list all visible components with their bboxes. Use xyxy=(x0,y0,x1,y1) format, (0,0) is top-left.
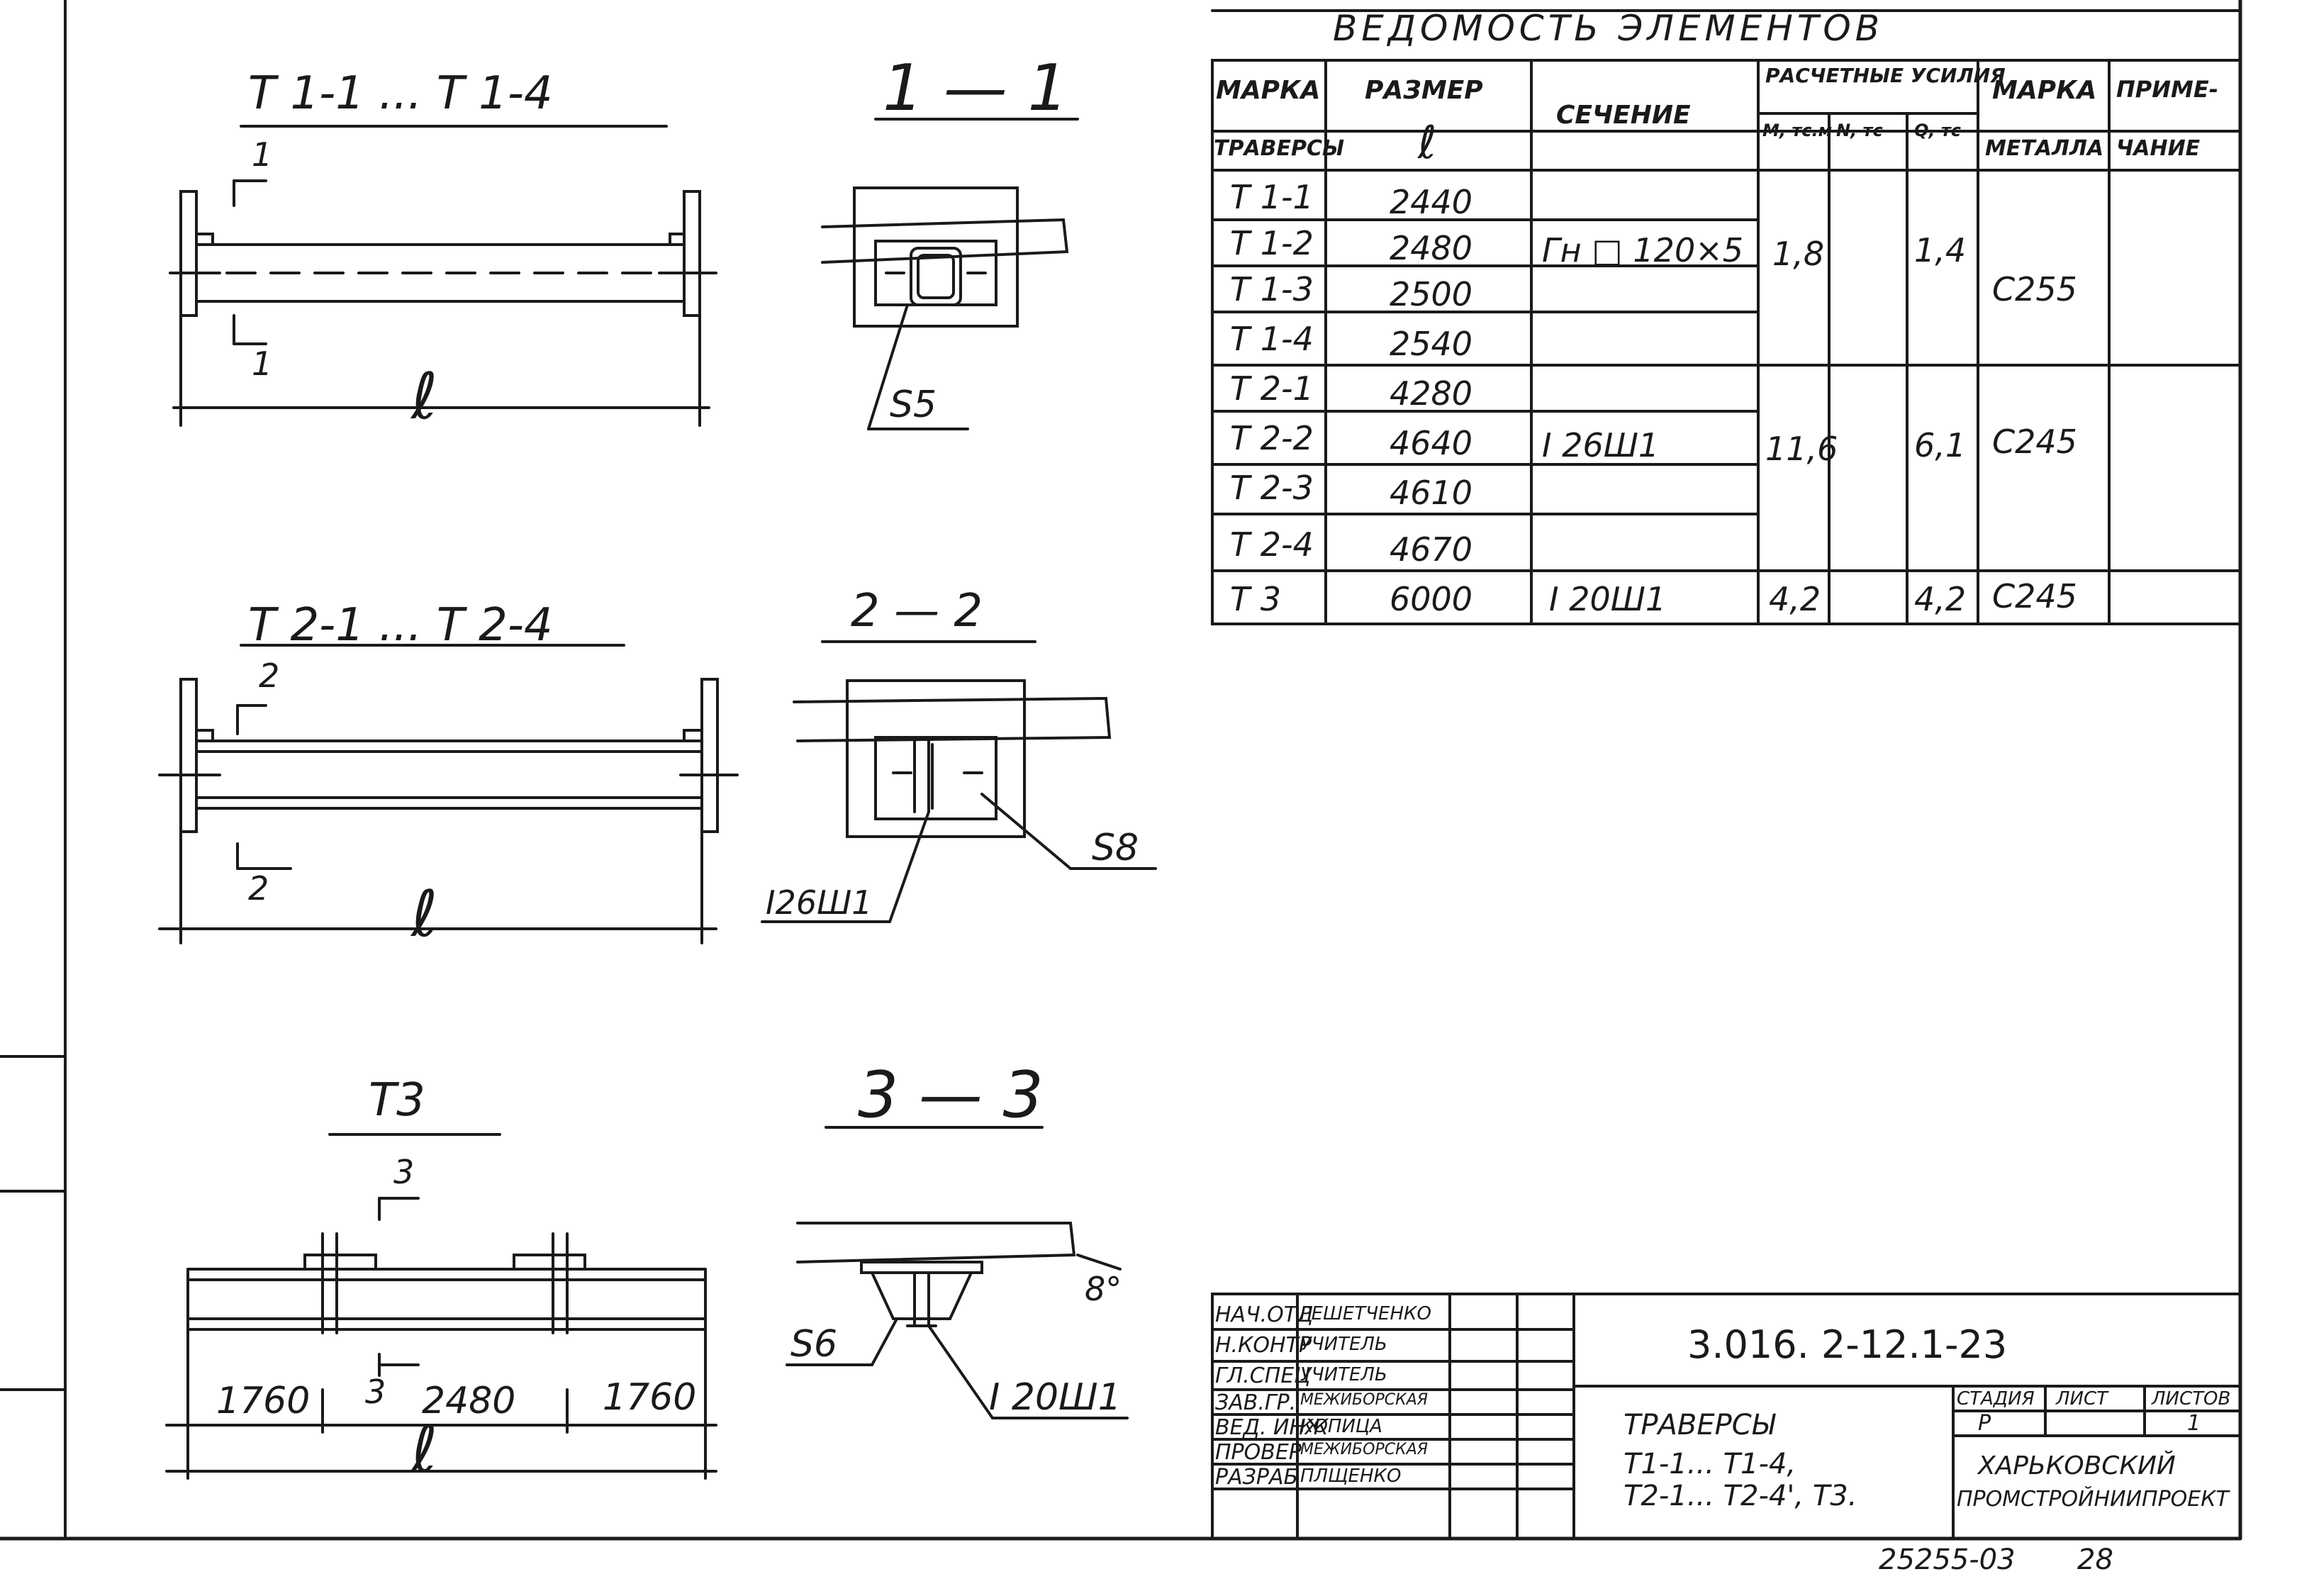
tb-role: ВЕД. ИНЖ xyxy=(1215,1415,1329,1440)
hdr-size: РАЗМЕР xyxy=(1365,76,1483,105)
tb-org2: ПРОМСТРОЙНИИПРОЕКТ xyxy=(1957,1487,2229,1512)
row-mark: Т 2-1 xyxy=(1230,369,1314,408)
hdr-q: Q, тс xyxy=(1914,121,1962,140)
t2-title: Т 2-1 ... Т 2-4 xyxy=(248,599,553,652)
tb-role: ЗАВ.ГР. xyxy=(1215,1390,1297,1415)
row-mark: Т 2-4 xyxy=(1230,525,1314,564)
group-steel: С255 xyxy=(1992,270,2077,308)
tb-name: УЧИТЕЛЬ xyxy=(1300,1364,1387,1385)
t2-cut-bottom: 2 xyxy=(248,869,269,908)
tb-name: МЕЖИБОРСКАЯ xyxy=(1300,1391,1429,1409)
tb-role: РАЗРАБ xyxy=(1215,1465,1299,1490)
t1-cut-top: 1 xyxy=(252,135,273,174)
tb-org1: ХАРЬКОВСКИЙ xyxy=(1978,1451,2176,1480)
group-q: 4,2 xyxy=(1914,580,1967,618)
footer-number: 25255-03 xyxy=(1879,1544,2016,1576)
tb-name: УЧИТЕЛЬ xyxy=(1300,1334,1387,1355)
t3-dim-left: 1760 xyxy=(216,1380,311,1422)
t3-length: ℓ xyxy=(411,1412,438,1487)
tb-doc-line2: Т1-1... Т1-4, xyxy=(1623,1448,1796,1480)
tb-name: РЕШЕТЧЕНКО xyxy=(1300,1303,1431,1324)
t3-cut-bottom: 3 xyxy=(365,1373,386,1411)
hdr-steel2: МЕТАЛЛА xyxy=(1985,136,2104,161)
row-size: 2480 xyxy=(1390,229,1473,267)
s2-profile: I26Ш1 xyxy=(766,883,873,922)
row-mark: Т 2-2 xyxy=(1230,419,1314,457)
row-mark: Т 1-1 xyxy=(1230,178,1314,216)
tb-name: ПЛЩЕНКО xyxy=(1300,1466,1402,1487)
tb-stage: Р xyxy=(1978,1411,1991,1436)
hdr-forces: РАСЧЕТНЫЕ УСИЛИЯ xyxy=(1765,64,2006,87)
s3-angle: 8° xyxy=(1085,1270,1122,1308)
group-m: 11,6 xyxy=(1765,430,1838,468)
t2-length: ℓ xyxy=(411,877,438,952)
t3-dim-mid: 2480 xyxy=(422,1380,516,1422)
s1-title: 1 — 1 xyxy=(883,51,1068,125)
row-size: 6000 xyxy=(1390,580,1473,618)
hdr-steel: МАРКА xyxy=(1992,76,2097,105)
tb-role: Н.КОНТР xyxy=(1215,1333,1312,1358)
tb-doc-line3: Т2-1... Т2-4', Т3. xyxy=(1623,1480,1857,1512)
row-size: 2540 xyxy=(1390,325,1473,363)
hdr-size-l: ℓ xyxy=(1418,117,1437,169)
group-steel: С245 xyxy=(1992,577,2077,615)
tb-sheets: 1 xyxy=(2187,1411,2201,1436)
row-mark: Т 1-3 xyxy=(1230,270,1314,308)
t1-cut-bottom: 1 xyxy=(252,345,273,383)
tb-sheet-h: ЛИСТ xyxy=(2056,1388,2108,1410)
t3-dim-right: 1760 xyxy=(603,1376,697,1419)
row-size: 4670 xyxy=(1390,530,1473,569)
row-size: 2440 xyxy=(1390,183,1473,221)
hdr-mark2: ТРАВЕРСЫ xyxy=(1214,136,1345,161)
row-size: 2500 xyxy=(1390,275,1473,313)
row-mark: Т 3 xyxy=(1230,580,1281,618)
tb-stage-h: СТАДИЯ xyxy=(1957,1388,2035,1410)
tb-doc-title: ТРАВЕРСЫ xyxy=(1623,1409,1775,1441)
t1-title: Т 1-1 ... Т 1-4 xyxy=(248,67,553,120)
hdr-n: N, тс xyxy=(1836,121,1883,140)
tb-code: 3.016. 2-12.1-23 xyxy=(1687,1322,2008,1367)
row-mark: Т 1-4 xyxy=(1230,320,1314,358)
table-title: ВЕДОМОСТЬ ЭЛЕМЕНТОВ xyxy=(1333,8,1884,49)
tb-sheets-h: ЛИСТОВ xyxy=(2152,1388,2231,1410)
s3-weld: S6 xyxy=(790,1323,838,1366)
group-section: I 26Ш1 xyxy=(1542,426,1660,464)
group-q: 6,1 xyxy=(1914,426,1967,464)
s1-weld: S5 xyxy=(890,384,937,426)
group-m: 1,8 xyxy=(1772,235,1825,273)
tb-role: ГЛ.СПЕЦ xyxy=(1215,1363,1311,1388)
row-mark: Т 2-3 xyxy=(1230,469,1314,507)
t2-cut-top: 2 xyxy=(259,657,280,695)
group-section: Гн □ 120×5 xyxy=(1542,231,1744,269)
tb-role: ПРОВЕР xyxy=(1215,1440,1302,1465)
hdr-note2: ЧАНИЕ xyxy=(2116,136,2201,161)
hdr-m: М, тс.м xyxy=(1762,121,1833,140)
footer-page: 28 xyxy=(2077,1544,2113,1576)
hdr-section: СЕЧЕНИЕ xyxy=(1556,101,1691,130)
group-q: 1,4 xyxy=(1914,231,1967,269)
row-size: 4640 xyxy=(1390,424,1473,462)
tb-name: КОПИЦА xyxy=(1300,1416,1382,1437)
row-mark: Т 1-2 xyxy=(1230,224,1314,262)
s2-title: 2 — 2 xyxy=(851,585,983,637)
tb-role: НАЧ.ОТД xyxy=(1215,1302,1314,1327)
group-m: 4,2 xyxy=(1769,580,1821,618)
t1-length: ℓ xyxy=(411,359,438,434)
hdr-mark: МАРКА xyxy=(1216,76,1321,105)
s3-title: 3 — 3 xyxy=(858,1058,1044,1132)
group-steel: С245 xyxy=(1992,423,2077,461)
hdr-note: ПРИМЕ- xyxy=(2116,76,2218,103)
tb-name: МЕЖИБОРСКАЯ xyxy=(1300,1441,1429,1458)
row-size: 4610 xyxy=(1390,474,1473,512)
row-size: 4280 xyxy=(1390,374,1473,413)
s2-weld: S8 xyxy=(1092,827,1139,869)
group-section: I 20Ш1 xyxy=(1549,580,1667,618)
t3-title: Т3 xyxy=(369,1074,425,1127)
s3-profile: I 20Ш1 xyxy=(989,1376,1122,1419)
t3-cut-top: 3 xyxy=(393,1153,415,1191)
